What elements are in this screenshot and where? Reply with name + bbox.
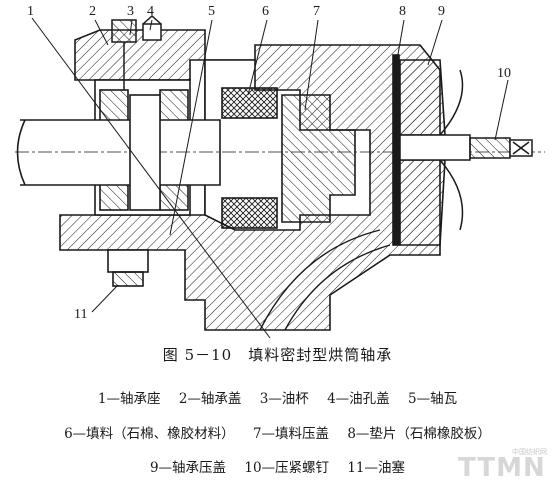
watermark-logo: 中国纺织网 TTMN	[458, 447, 547, 478]
legend-item-11: 11—油塞	[347, 460, 406, 476]
callout-10: 10	[497, 66, 511, 81]
compression-screw	[399, 69, 533, 231]
callout-1: 1	[27, 4, 34, 19]
legend-item-1: 1—轴承座	[97, 391, 161, 407]
callout-2: 2	[89, 4, 96, 19]
callout-6: 6	[262, 4, 269, 19]
legend-item-5: 5—轴瓦	[407, 391, 458, 407]
legend-item-2: 2—轴承盖	[178, 391, 242, 407]
legend-item-7: 7—填料压盖	[252, 426, 330, 442]
legend-row-1: 1—轴承座 2—轴承盖 3—油杯 4—油孔盖 5—轴瓦	[0, 387, 555, 407]
legend-row-2: 6—填料（石棉、橡胶材料） 7—填料压盖 8—垫片（石棉橡胶板）	[0, 422, 555, 442]
callout-3: 3	[127, 4, 134, 19]
callout-7: 7	[313, 4, 320, 19]
legend-item-3: 3—油杯	[259, 391, 309, 407]
callout-9: 9	[438, 4, 445, 19]
legend-item-8: 8—垫片（石棉橡胶板）	[347, 426, 491, 442]
watermark-text: TTMN	[458, 453, 546, 478]
callout-8: 8	[399, 4, 406, 19]
leader-lines	[31, 17, 509, 339]
watermark-subtext: 中国纺织网	[512, 447, 547, 456]
callout-11: 11	[74, 307, 87, 322]
legend-row-3: 9—轴承压盖 10—压紧螺钉 11—油塞	[0, 456, 555, 476]
oil-cup	[111, 14, 162, 90]
legend-item-6: 6—填料（石棉、橡胶材料）	[64, 426, 235, 442]
figure-title: 图 5－10 填料密封型烘筒轴承	[162, 346, 393, 364]
legend-item-10: 10—压紧螺钉	[244, 460, 330, 476]
legend-item-4: 4—油孔盖	[327, 391, 390, 407]
callout-5: 5	[208, 4, 215, 19]
legend-item-9: 9—轴承压盖	[149, 460, 227, 476]
bearing-cross-section-drawing: 1 2 3 4 5 6 7 8 9 10 11	[15, 4, 545, 339]
callout-4: 4	[147, 4, 154, 19]
callout-numbers: 1 2 3 4 5 6 7 8 9 10 11	[27, 4, 511, 322]
